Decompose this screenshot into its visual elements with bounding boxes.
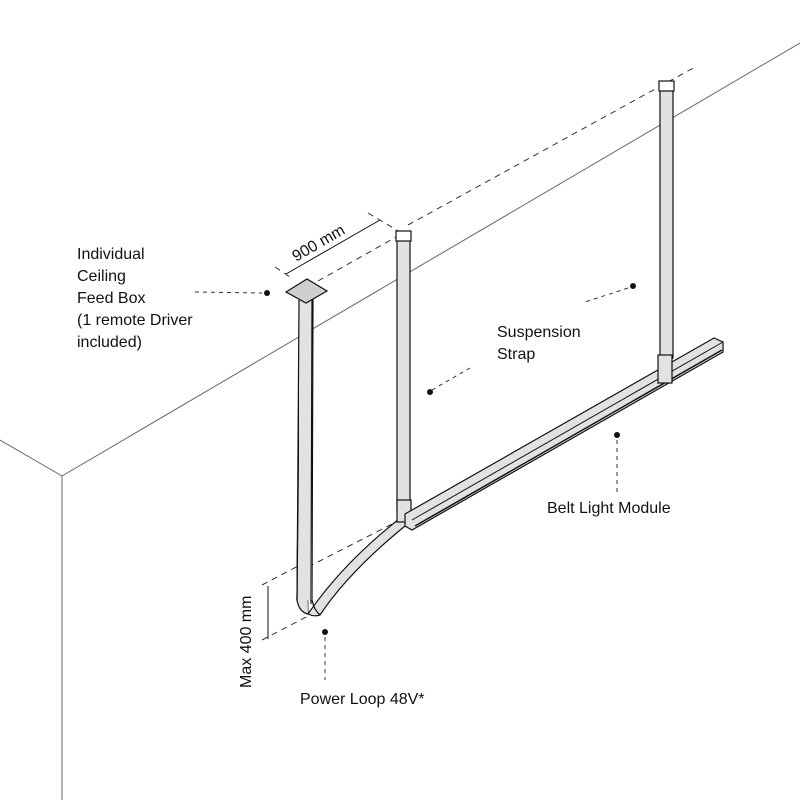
power-loop-cable <box>296 299 411 617</box>
feed-box-label-line: included) <box>77 334 142 351</box>
loop-dimension: Max 400 mm <box>238 586 269 688</box>
ceiling-feed-box <box>284 278 329 304</box>
wall-outline <box>0 42 800 800</box>
feed-box-label-line: Ceiling <box>77 268 126 285</box>
suspension-strap-label-line: Suspension <box>497 324 581 341</box>
belt-light-module <box>404 337 724 531</box>
belt-light-module-label: Belt Light Module <box>547 500 671 517</box>
feed-box-label-line: Feed Box <box>77 290 145 307</box>
loop-dimension-label: Max 400 mm <box>238 596 255 688</box>
feed-box-label: Individual Ceiling Feed Box (1 remote Dr… <box>77 246 193 351</box>
alignment-guides <box>261 65 698 641</box>
callout-dots <box>264 283 636 635</box>
suspension-strap-label: Suspension Strap <box>497 324 581 363</box>
feed-box-label-line: Individual <box>77 246 145 263</box>
suspension-strap-label-line: Strap <box>497 346 535 363</box>
callout-leaders <box>194 287 629 680</box>
spacing-dimension: 900 mm <box>285 219 381 275</box>
power-loop-label: Power Loop 48V* <box>300 691 425 708</box>
suspension-strap-1 <box>395 230 412 523</box>
suspension-strap-2 <box>658 80 675 359</box>
feed-box-label-line: (1 remote Driver <box>77 312 193 329</box>
